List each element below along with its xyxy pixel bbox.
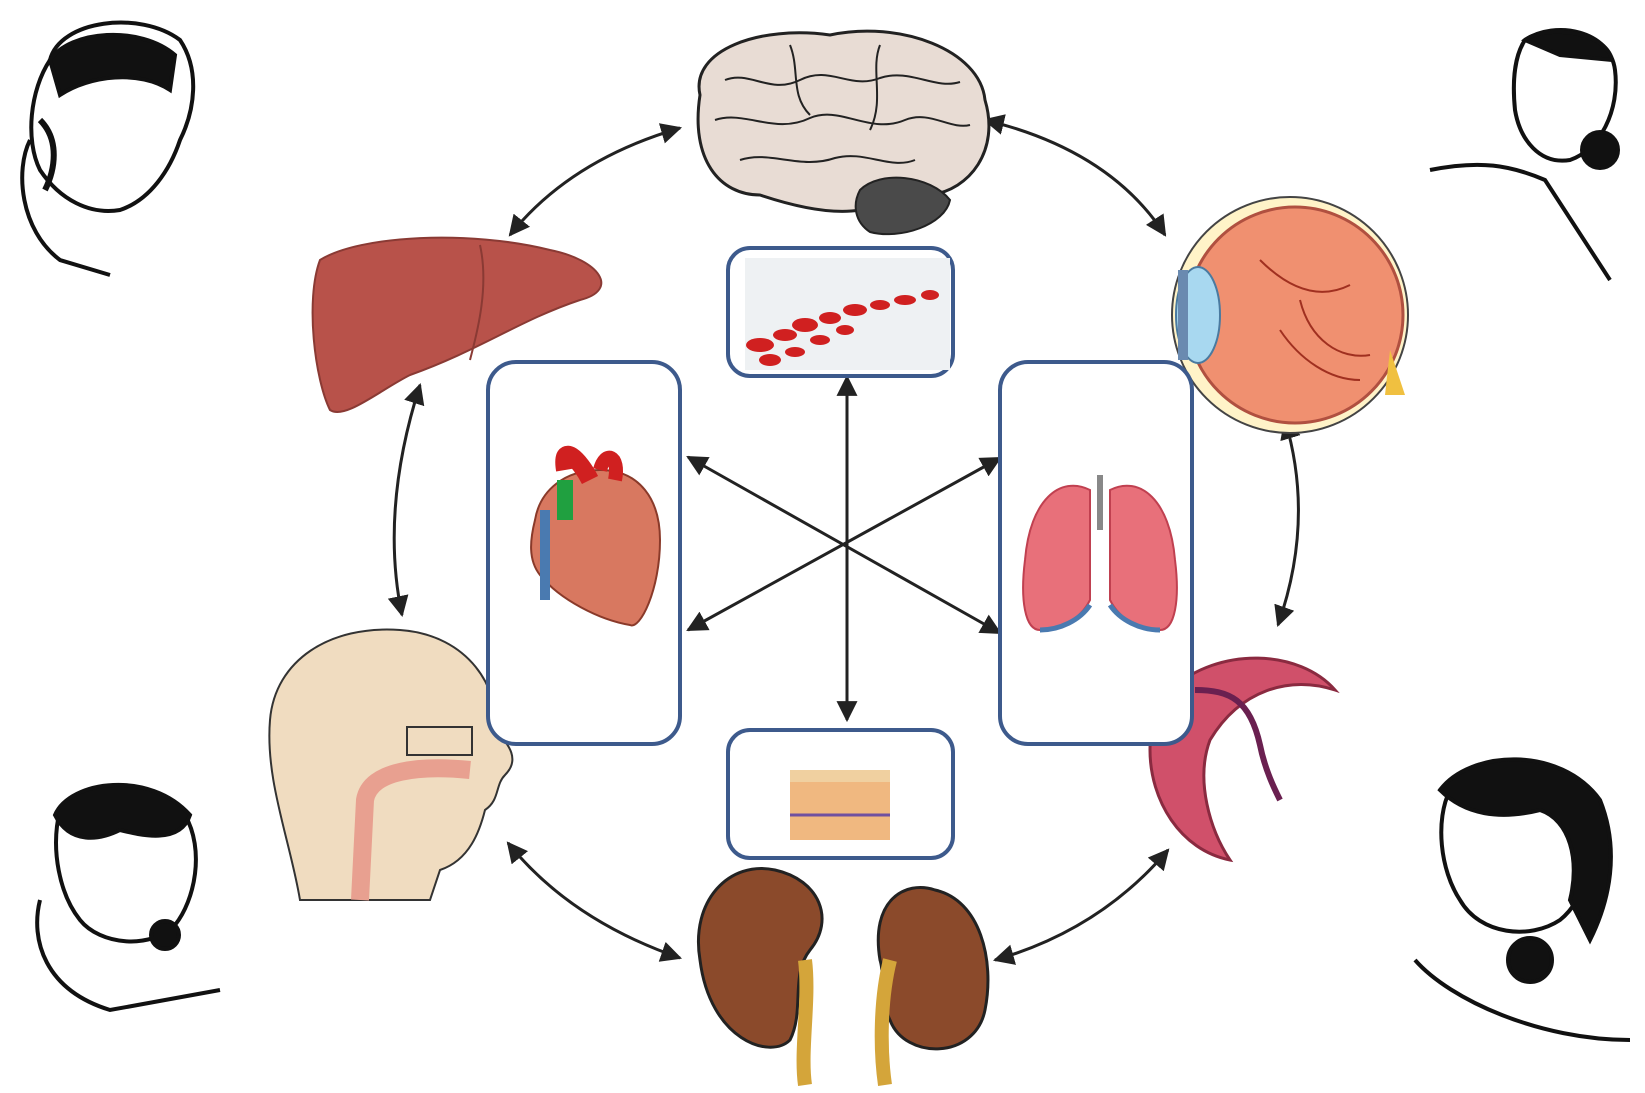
blood-box — [728, 248, 953, 376]
man-on-phone-top-left-icon — [22, 23, 193, 275]
arrow-kidneys-head — [508, 843, 680, 958]
man-on-phone-top-right-icon — [1430, 30, 1618, 280]
arrow-liver-brain — [510, 128, 680, 235]
kidneys-icon — [698, 868, 988, 1085]
arrow-eye-sickle — [1278, 420, 1298, 625]
arrow-head-liver — [394, 385, 420, 615]
arrow-brain-eye — [985, 120, 1165, 235]
skin-box — [728, 730, 953, 858]
heart-box — [488, 362, 680, 744]
skin-layers-icon — [790, 770, 890, 840]
woman-on-phone-bottom-left-icon — [37, 785, 220, 1010]
arrow-sickle-kidneys — [995, 850, 1168, 960]
inner-arrows — [688, 377, 1000, 720]
eye-icon — [1172, 197, 1408, 433]
brain-icon — [698, 31, 989, 234]
head-nasal-cavity-icon — [269, 630, 512, 900]
lungs-box — [1000, 362, 1192, 744]
woman-on-phone-bottom-right-icon — [1415, 759, 1630, 1040]
